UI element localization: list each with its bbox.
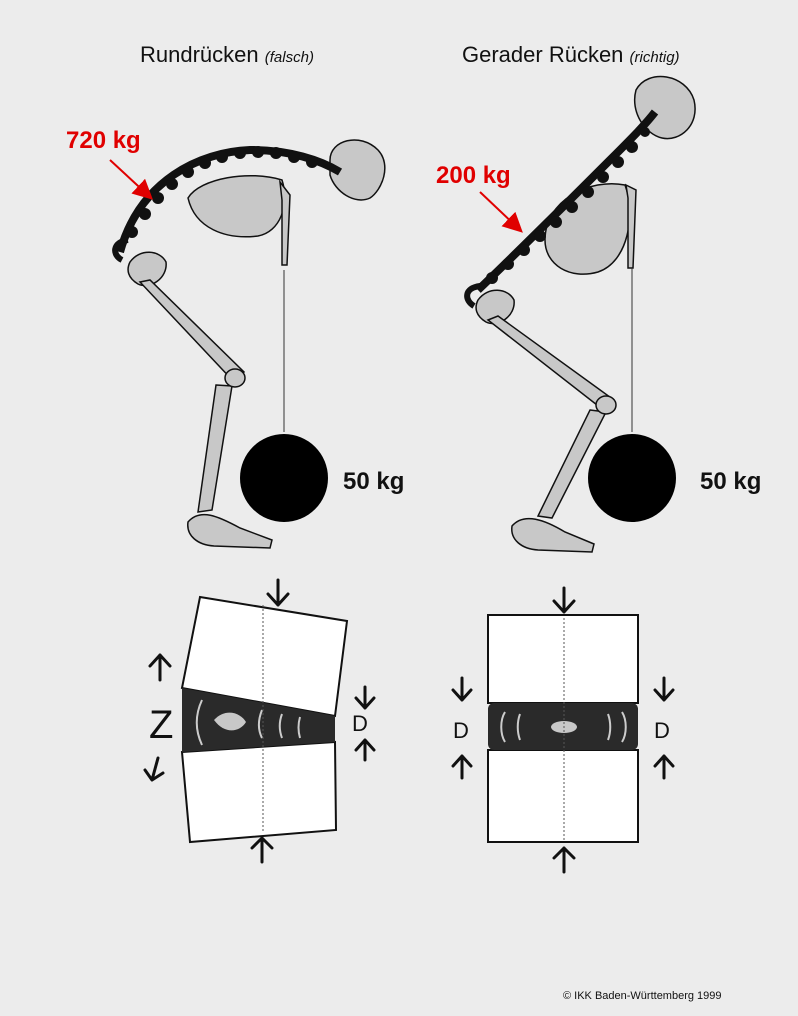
- compression-arrow-icon: [655, 678, 673, 700]
- pressure-label-right-b: D: [654, 718, 670, 744]
- force-label-left: 720 kg: [66, 127, 141, 155]
- vertebra-lower: [182, 742, 336, 842]
- compression-arrow-icon: [268, 580, 288, 605]
- compression-arrow-icon: [655, 756, 673, 778]
- vertebra-lower: [488, 750, 638, 842]
- pressure-label-left: D: [352, 711, 368, 737]
- title-round-back-text: Rundrücken: [140, 42, 259, 67]
- disc-diagram-wedged: [145, 580, 374, 862]
- tibia: [198, 385, 232, 512]
- pressure-label-right-a: D: [453, 718, 469, 744]
- compression-arrow-icon: [356, 687, 374, 708]
- vertebra-upper: [488, 615, 638, 703]
- title-round-back: Rundrücken (falsch): [140, 42, 314, 68]
- compression-arrow-icon: [453, 678, 471, 700]
- title-straight-back-note: (richtig): [630, 49, 680, 66]
- force-label-right: 200 kg: [436, 162, 511, 190]
- tension-label: Z: [149, 703, 173, 748]
- weight-ball: [588, 434, 676, 522]
- compression-arrow-icon: [554, 848, 574, 872]
- force-arrow-icon: [480, 192, 520, 230]
- title-straight-back: Gerader Rücken (richtig): [462, 42, 680, 68]
- compression-arrow-icon: [554, 588, 574, 612]
- ribcage: [188, 176, 285, 237]
- weight-label-right: 50 kg: [700, 468, 761, 496]
- compression-arrow-icon: [356, 740, 374, 760]
- foot: [188, 515, 272, 548]
- femur: [488, 316, 614, 412]
- expansion-arrow-icon: [150, 655, 170, 680]
- weight-ball: [240, 434, 328, 522]
- expansion-arrow-icon: [145, 758, 163, 780]
- title-round-back-note: (falsch): [265, 49, 314, 66]
- title-straight-back-text: Gerader Rücken: [462, 42, 623, 67]
- foot: [512, 519, 594, 552]
- copyright-notice: © IKK Baden-Württemberg 1999: [563, 990, 722, 1002]
- compression-arrow-icon: [453, 756, 471, 778]
- femur: [140, 280, 244, 384]
- compression-arrow-icon: [252, 838, 272, 862]
- force-arrow-icon: [110, 160, 150, 197]
- weight-label-left: 50 kg: [343, 468, 404, 496]
- disc-diagram-parallel: [453, 588, 673, 872]
